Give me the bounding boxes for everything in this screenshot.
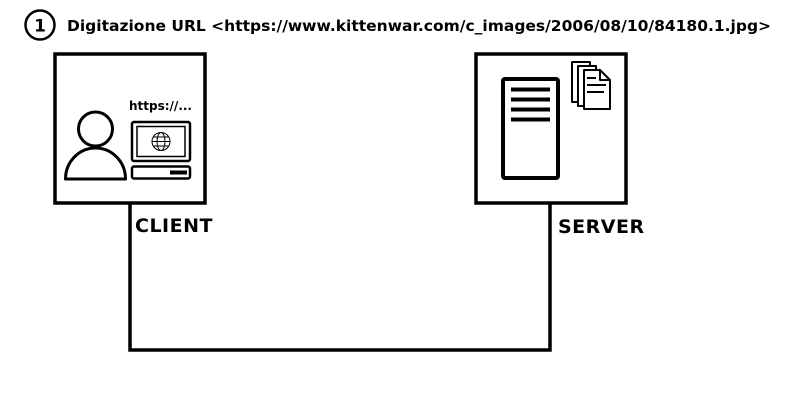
- client-label: CLIENT: [135, 215, 213, 237]
- server-node: [474, 52, 628, 205]
- documents-icon: [571, 61, 611, 110]
- client-node: https://...: [53, 52, 207, 205]
- computer-icon: [130, 120, 192, 180]
- server-tower-icon: [501, 77, 560, 180]
- globe-icon: [151, 132, 171, 151]
- url-hint: https://...: [129, 99, 192, 113]
- network-connection-line: [128, 203, 552, 352]
- step-title: Digitazione URL <https://www.kittenwar.c…: [67, 17, 771, 35]
- server-label: SERVER: [558, 216, 645, 238]
- step-number-circle: [24, 9, 56, 41]
- step-header: 1 Digitazione URL <https://www.kittenwar…: [24, 9, 771, 41]
- step-number: 1: [34, 17, 46, 37]
- user-icon: [64, 110, 127, 181]
